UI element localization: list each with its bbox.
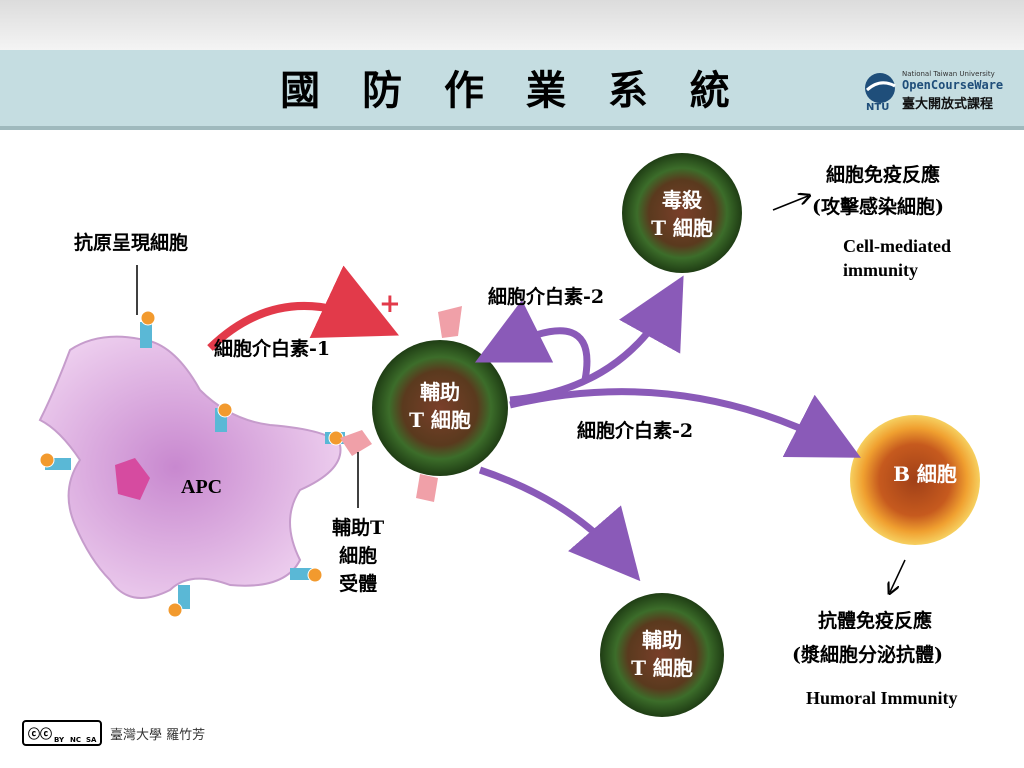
cell-mediated-en-1: Cell-mediated bbox=[843, 236, 951, 256]
arrow-to-bottom-t bbox=[478, 466, 641, 582]
humoral-title-1: 抗體免疫反應 bbox=[818, 610, 933, 632]
receptor-line3: 受體 bbox=[339, 573, 378, 595]
cell-mediated-title-2: (攻擊感染細胞) bbox=[812, 196, 944, 218]
receptor-line1: 輔助T bbox=[332, 517, 385, 539]
receptor-line2: 細胞 bbox=[339, 545, 378, 567]
cc-license-badge[interactable]: ⓒⓒ BY NC SA bbox=[22, 720, 102, 746]
slide-title: 國 防 作 業 系 統 bbox=[280, 67, 744, 114]
interleukin1-arrow bbox=[207, 265, 400, 351]
helper-t-bottom-line1: 輔助 bbox=[642, 628, 682, 652]
logo-university: National Taiwan University bbox=[902, 70, 995, 78]
apc-nucleus bbox=[115, 458, 150, 500]
cytotoxic-t-line1: 毒殺 bbox=[662, 188, 702, 212]
helper-t-cell-center bbox=[372, 340, 508, 476]
interleukin1-label: 細胞介白素-1 bbox=[214, 338, 331, 360]
cc-by: BY bbox=[54, 736, 65, 744]
humoral-arrow bbox=[890, 559, 906, 592]
interleukin2-mid-label: 細胞介白素-2 bbox=[577, 420, 694, 442]
title-bar bbox=[0, 50, 1024, 130]
humoral-en: Humoral Immunity bbox=[806, 688, 958, 708]
helper-receptor-label: 輔助T 細胞 受體 bbox=[332, 514, 384, 598]
cell-mediated-en-2: immunity bbox=[843, 260, 919, 280]
humoral-title-2: (漿細胞分泌抗體) bbox=[792, 644, 943, 666]
apc-cell bbox=[38, 335, 342, 599]
ntu-ocw-logo[interactable]: NTU National Taiwan University OpenCours… bbox=[862, 68, 1022, 114]
arrow-feedback bbox=[474, 299, 591, 381]
plus-sign: + bbox=[379, 289, 401, 319]
logo-chinese: 臺大開放式課程 bbox=[902, 97, 994, 112]
helper-t-cell-bottom bbox=[600, 593, 724, 717]
apc-full-label: 抗原呈現細胞 bbox=[74, 232, 189, 254]
cc-icon: ⓒⓒ bbox=[28, 727, 53, 741]
helper-t-bottom-line2: T 細胞 bbox=[631, 656, 693, 680]
apc-receptors bbox=[39, 310, 345, 618]
interleukin2-top-label: 細胞介白素-2 bbox=[488, 286, 605, 308]
cytotoxic-t-label: 毒殺 T 細胞 bbox=[642, 186, 722, 242]
logo-ocw: OpenCourseWare bbox=[902, 78, 1004, 92]
helper-t-receptors bbox=[340, 306, 462, 502]
cell-mediated-title-1: 細胞免疫反應 bbox=[826, 164, 941, 186]
cell-mediated-arrow bbox=[772, 196, 808, 211]
cytotoxic-t-line2: T 細胞 bbox=[651, 216, 713, 240]
cytotoxic-t-cell bbox=[622, 153, 742, 273]
ntu-badge-text: NTU bbox=[866, 102, 889, 113]
arrow-to-bcell bbox=[509, 388, 861, 458]
helper-t-bottom-label: 輔助 T 細胞 bbox=[622, 626, 702, 682]
ntu-globe-icon: NTU bbox=[865, 73, 896, 113]
b-cell-label: B 細胞 bbox=[893, 462, 957, 486]
footer-credit: 臺灣大學 羅竹芳 bbox=[110, 728, 206, 743]
top-band bbox=[0, 0, 1024, 50]
cc-nc: NC bbox=[70, 736, 81, 744]
helper-t-center-label: 輔助 T 細胞 bbox=[400, 378, 480, 434]
b-cell bbox=[850, 415, 980, 545]
helper-t-center-line2: T 細胞 bbox=[409, 408, 471, 432]
helper-t-center-line1: 輔助 bbox=[420, 380, 460, 404]
arrow-to-cytotoxic bbox=[509, 275, 684, 404]
cc-sa: SA bbox=[86, 736, 97, 744]
apc-short-label: APC bbox=[181, 476, 223, 498]
